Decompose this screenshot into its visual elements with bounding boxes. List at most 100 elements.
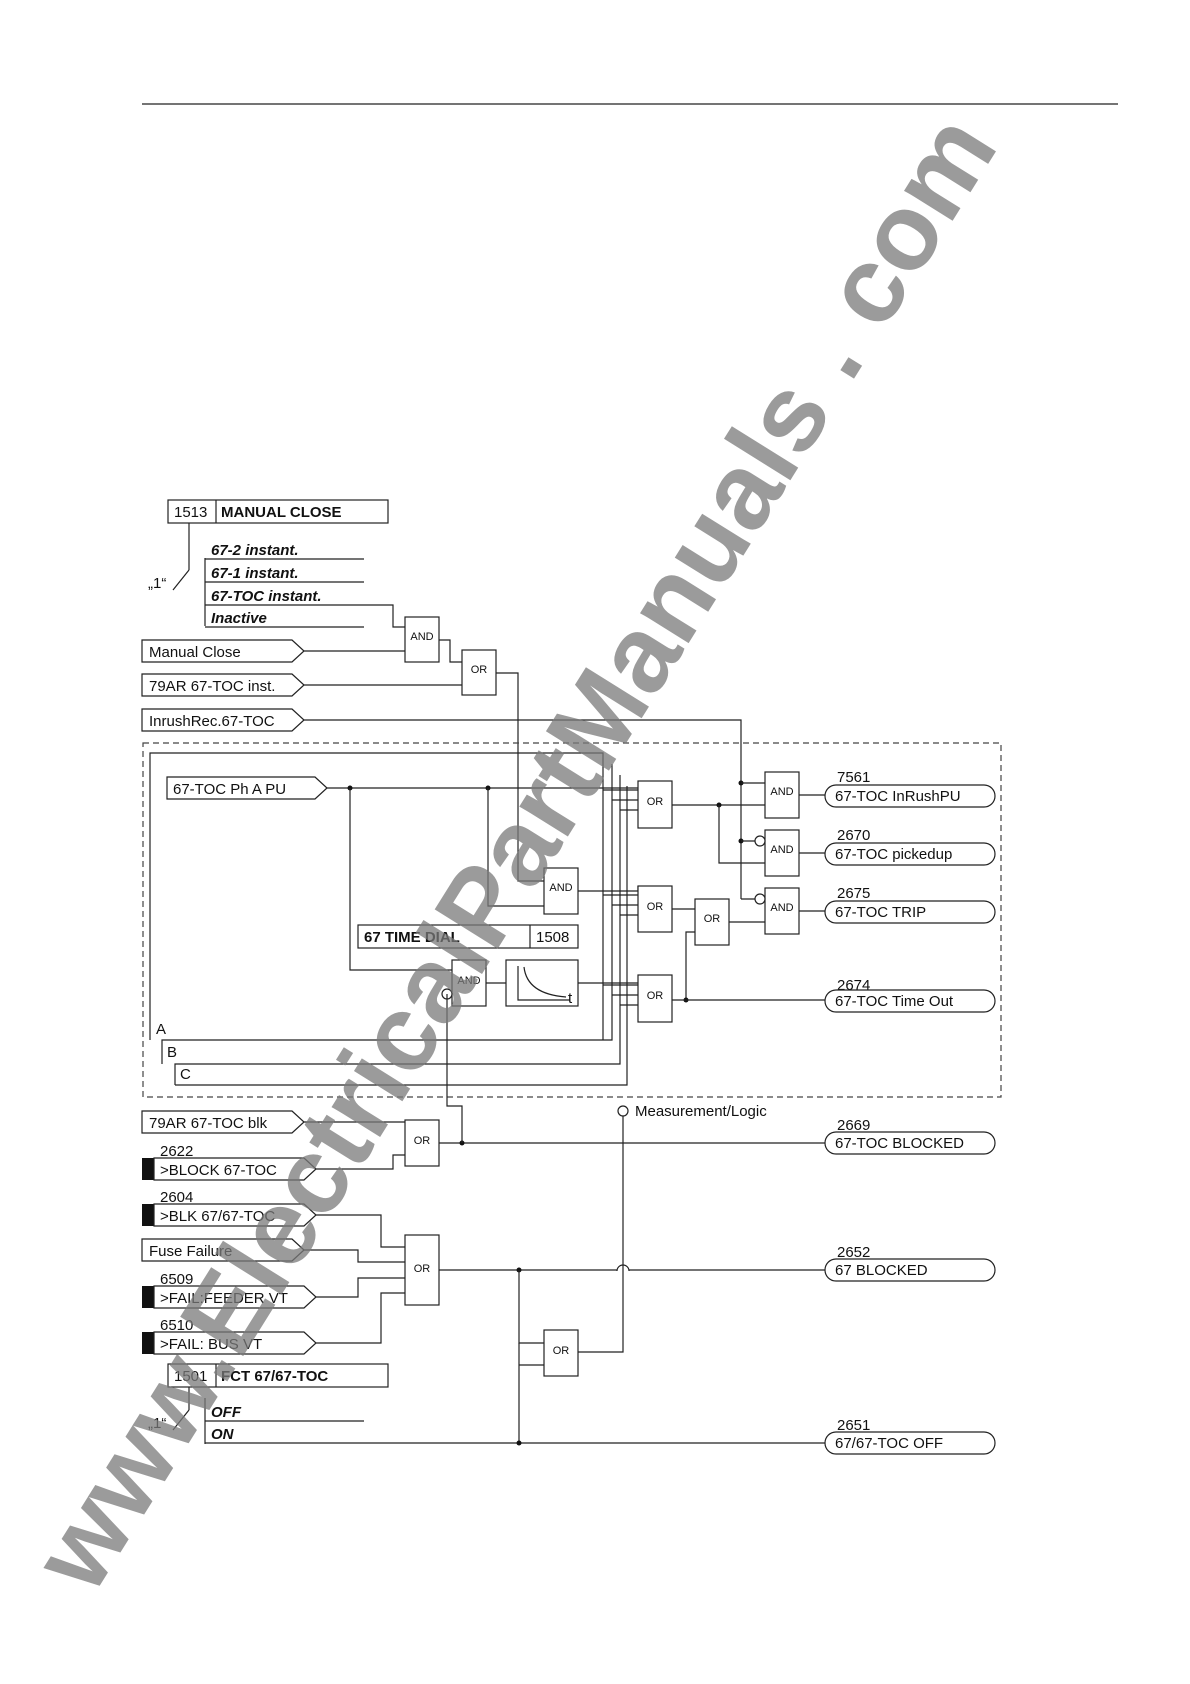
input-phase-a-pu: 67-TOC Ph A PU [166,776,328,800]
svg-text:67-TOC Time Out: 67-TOC Time Out [835,993,954,1010]
svg-text:67/67-TOC OFF: 67/67-TOC OFF [835,1435,943,1452]
svg-text:>BLK 67/67-TOC: >BLK 67/67-TOC [160,1208,275,1225]
fct-selector: „1“ [148,1415,166,1432]
svg-text:OR: OR [647,901,664,913]
mc-option-2: 67-1 instant. [211,565,299,582]
svg-text:67-TOC TRIP: 67-TOC TRIP [835,904,926,921]
input-manual-close: Manual Close [141,639,305,663]
and-gate-manual-close [404,616,440,663]
fct-title: FCT 67/67-TOC [221,1368,328,1385]
manual-close-selector: „1“ [148,575,166,592]
time-dial-title: 67 TIME DIAL [364,929,460,946]
input-ar-blk: 79AR 67-TOC blk [141,1110,305,1134]
input-fail-bus-vt: 6510 >FAIL: BUS VT [142,1317,317,1355]
svg-text:>FAIL: BUS VT: >FAIL: BUS VT [160,1336,262,1353]
svg-text:AND: AND [549,882,572,894]
input-fuse-failure: Fuse Failure [141,1238,305,1262]
and-gate-pickedup [764,829,800,877]
fct-option-on: ON [211,1426,235,1443]
fct-option-off: OFF [211,1404,242,1421]
fct-header [167,1363,389,1388]
svg-text:2622: 2622 [160,1143,193,1160]
or-gate-pickup [637,780,673,829]
time-dial-header [357,924,579,949]
and-gate-timer [451,959,487,1007]
or-gate-timeout [637,974,673,1023]
and-gate-inrush-pu [764,771,800,819]
svg-text:67-TOC BLOCKED: 67-TOC BLOCKED [835,1135,964,1152]
svg-text:Fuse Failure: Fuse Failure [149,1243,232,1260]
svg-text:6510: 6510 [160,1317,193,1334]
svg-text:OR: OR [414,1263,431,1275]
mc-option-1: 67-2 instant. [211,542,299,559]
svg-text:2604: 2604 [160,1189,193,1206]
output-time-out: 2674 67-TOC Time Out [824,977,996,1013]
svg-text:OR: OR [704,913,721,925]
svg-text:67-TOC Ph A PU: 67-TOC Ph A PU [173,781,286,798]
measurement-logic-box [142,742,1002,1098]
timer-axis-label: t [568,990,573,1007]
time-dial-number: 1508 [536,929,569,946]
input-fail-feeder-vt: 6509 >FAIL:FEEDER VT [142,1271,317,1309]
output-67-blocked: 2652 67 BLOCKED [824,1244,996,1282]
output-inrush-pu: 7561 67-TOC InRushPU [824,769,996,808]
svg-text:67 BLOCKED: 67 BLOCKED [835,1262,928,1279]
phase-a-label: A [156,1021,166,1038]
input-inrush: InrushRec.67-TOC [141,708,305,732]
measurement-inverter [617,1105,629,1117]
svg-text:AND: AND [457,975,480,987]
svg-text:2652: 2652 [837,1244,870,1261]
or-gate-trip [694,898,730,946]
svg-text:AND: AND [770,786,793,798]
svg-text:InrushRec.67-TOC: InrushRec.67-TOC [149,713,275,730]
svg-text:OR: OR [414,1135,431,1147]
svg-text:>FAIL:FEEDER VT: >FAIL:FEEDER VT [160,1290,288,1307]
or-gate-manual-close [461,649,497,696]
phase-c-label: C [180,1066,191,1083]
output-trip: 2675 67-TOC TRIP [824,885,996,924]
output-blocked: 2669 67-TOC BLOCKED [824,1117,996,1155]
and-gate-instant [543,867,579,915]
output-pickedup: 2670 67-TOC pickedup [824,827,996,866]
svg-text:OR: OR [647,990,664,1002]
manual-close-number: 1513 [174,504,207,521]
svg-text:7561: 7561 [837,769,870,786]
phase-a-line [149,752,604,1040]
input-block-67-toc: 2622 >BLOCK 67-TOC [142,1143,317,1181]
svg-text:2651: 2651 [837,1417,870,1434]
svg-text:OR: OR [471,664,488,676]
input-ar-inst: 79AR 67-TOC inst. [141,673,305,697]
phase-b-label: B [167,1044,177,1061]
svg-text:67-TOC pickedup: 67-TOC pickedup [835,846,952,863]
mc-option-4: Inactive [211,610,267,627]
fct-setting: 1501 FCT 67/67-TOC „1“ OFF ON [148,1363,825,1444]
svg-text:AND: AND [770,902,793,914]
svg-text:2675: 2675 [837,885,870,902]
svg-text:AND: AND [410,631,433,643]
or-gate-67-blocked [404,1234,440,1306]
svg-text:79AR 67-TOC blk: 79AR 67-TOC blk [149,1115,268,1132]
output-67-off: 2651 67/67-TOC OFF [824,1417,996,1455]
svg-text:OR: OR [553,1345,570,1357]
manual-close-setting: 1513 MANUAL CLOSE „1“ 67-2 instant. 67-1… [148,499,389,628]
svg-text:67-TOC InRushPU: 67-TOC InRushPU [835,788,961,805]
svg-text:OR: OR [647,796,664,808]
svg-text:Manual Close: Manual Close [149,644,241,661]
fct-number: 1501 [174,1368,207,1385]
svg-text:2670: 2670 [837,827,870,844]
mc-option-3: 67-TOC instant. [211,588,322,605]
measurement-label: Measurement/Logic [635,1103,767,1120]
input-blk-67: 2604 >BLK 67/67-TOC [142,1189,317,1227]
or-gate-measurement [543,1329,579,1377]
svg-text:79AR 67-TOC inst.: 79AR 67-TOC inst. [149,678,275,695]
and-gate-trip [764,887,800,935]
phase-b-line [161,764,613,1064]
svg-text:AND: AND [770,844,793,856]
svg-text:2669: 2669 [837,1117,870,1134]
manual-close-header [167,499,389,524]
svg-text:>BLOCK 67-TOC: >BLOCK 67-TOC [160,1162,277,1179]
svg-text:6509: 6509 [160,1271,193,1288]
phase-c-line [174,775,621,1085]
manual-close-title: MANUAL CLOSE [221,504,342,521]
